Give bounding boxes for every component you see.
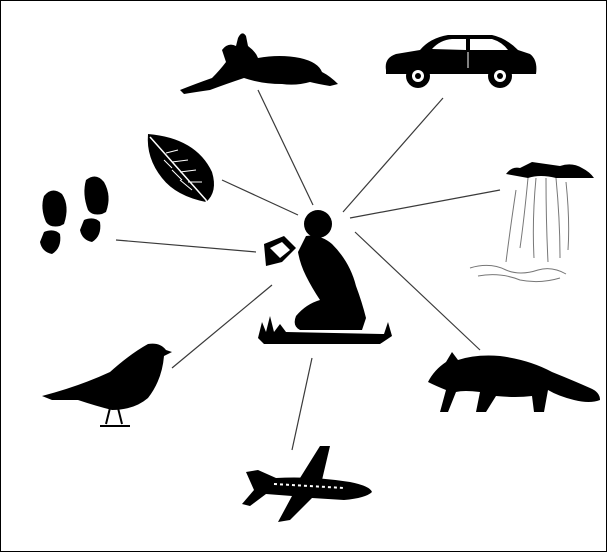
rabbit-icon [180, 33, 338, 94]
connector-rabbit [258, 90, 313, 205]
car-icon [386, 35, 537, 88]
connector-car [343, 98, 443, 212]
bird-icon [42, 344, 172, 426]
connector-leaf [222, 180, 298, 215]
waterfall-icon [470, 162, 594, 282]
fox-icon [428, 352, 600, 412]
connector-airplane [292, 358, 312, 450]
connector-fox [355, 232, 480, 350]
child-reading-icon [258, 210, 392, 344]
connector-waterfall [350, 190, 500, 218]
leaf-icon [148, 134, 214, 208]
connector-footprints [116, 240, 256, 252]
footprints-icon [40, 176, 109, 254]
connector-bird [172, 285, 272, 368]
airplane-icon [242, 446, 372, 522]
